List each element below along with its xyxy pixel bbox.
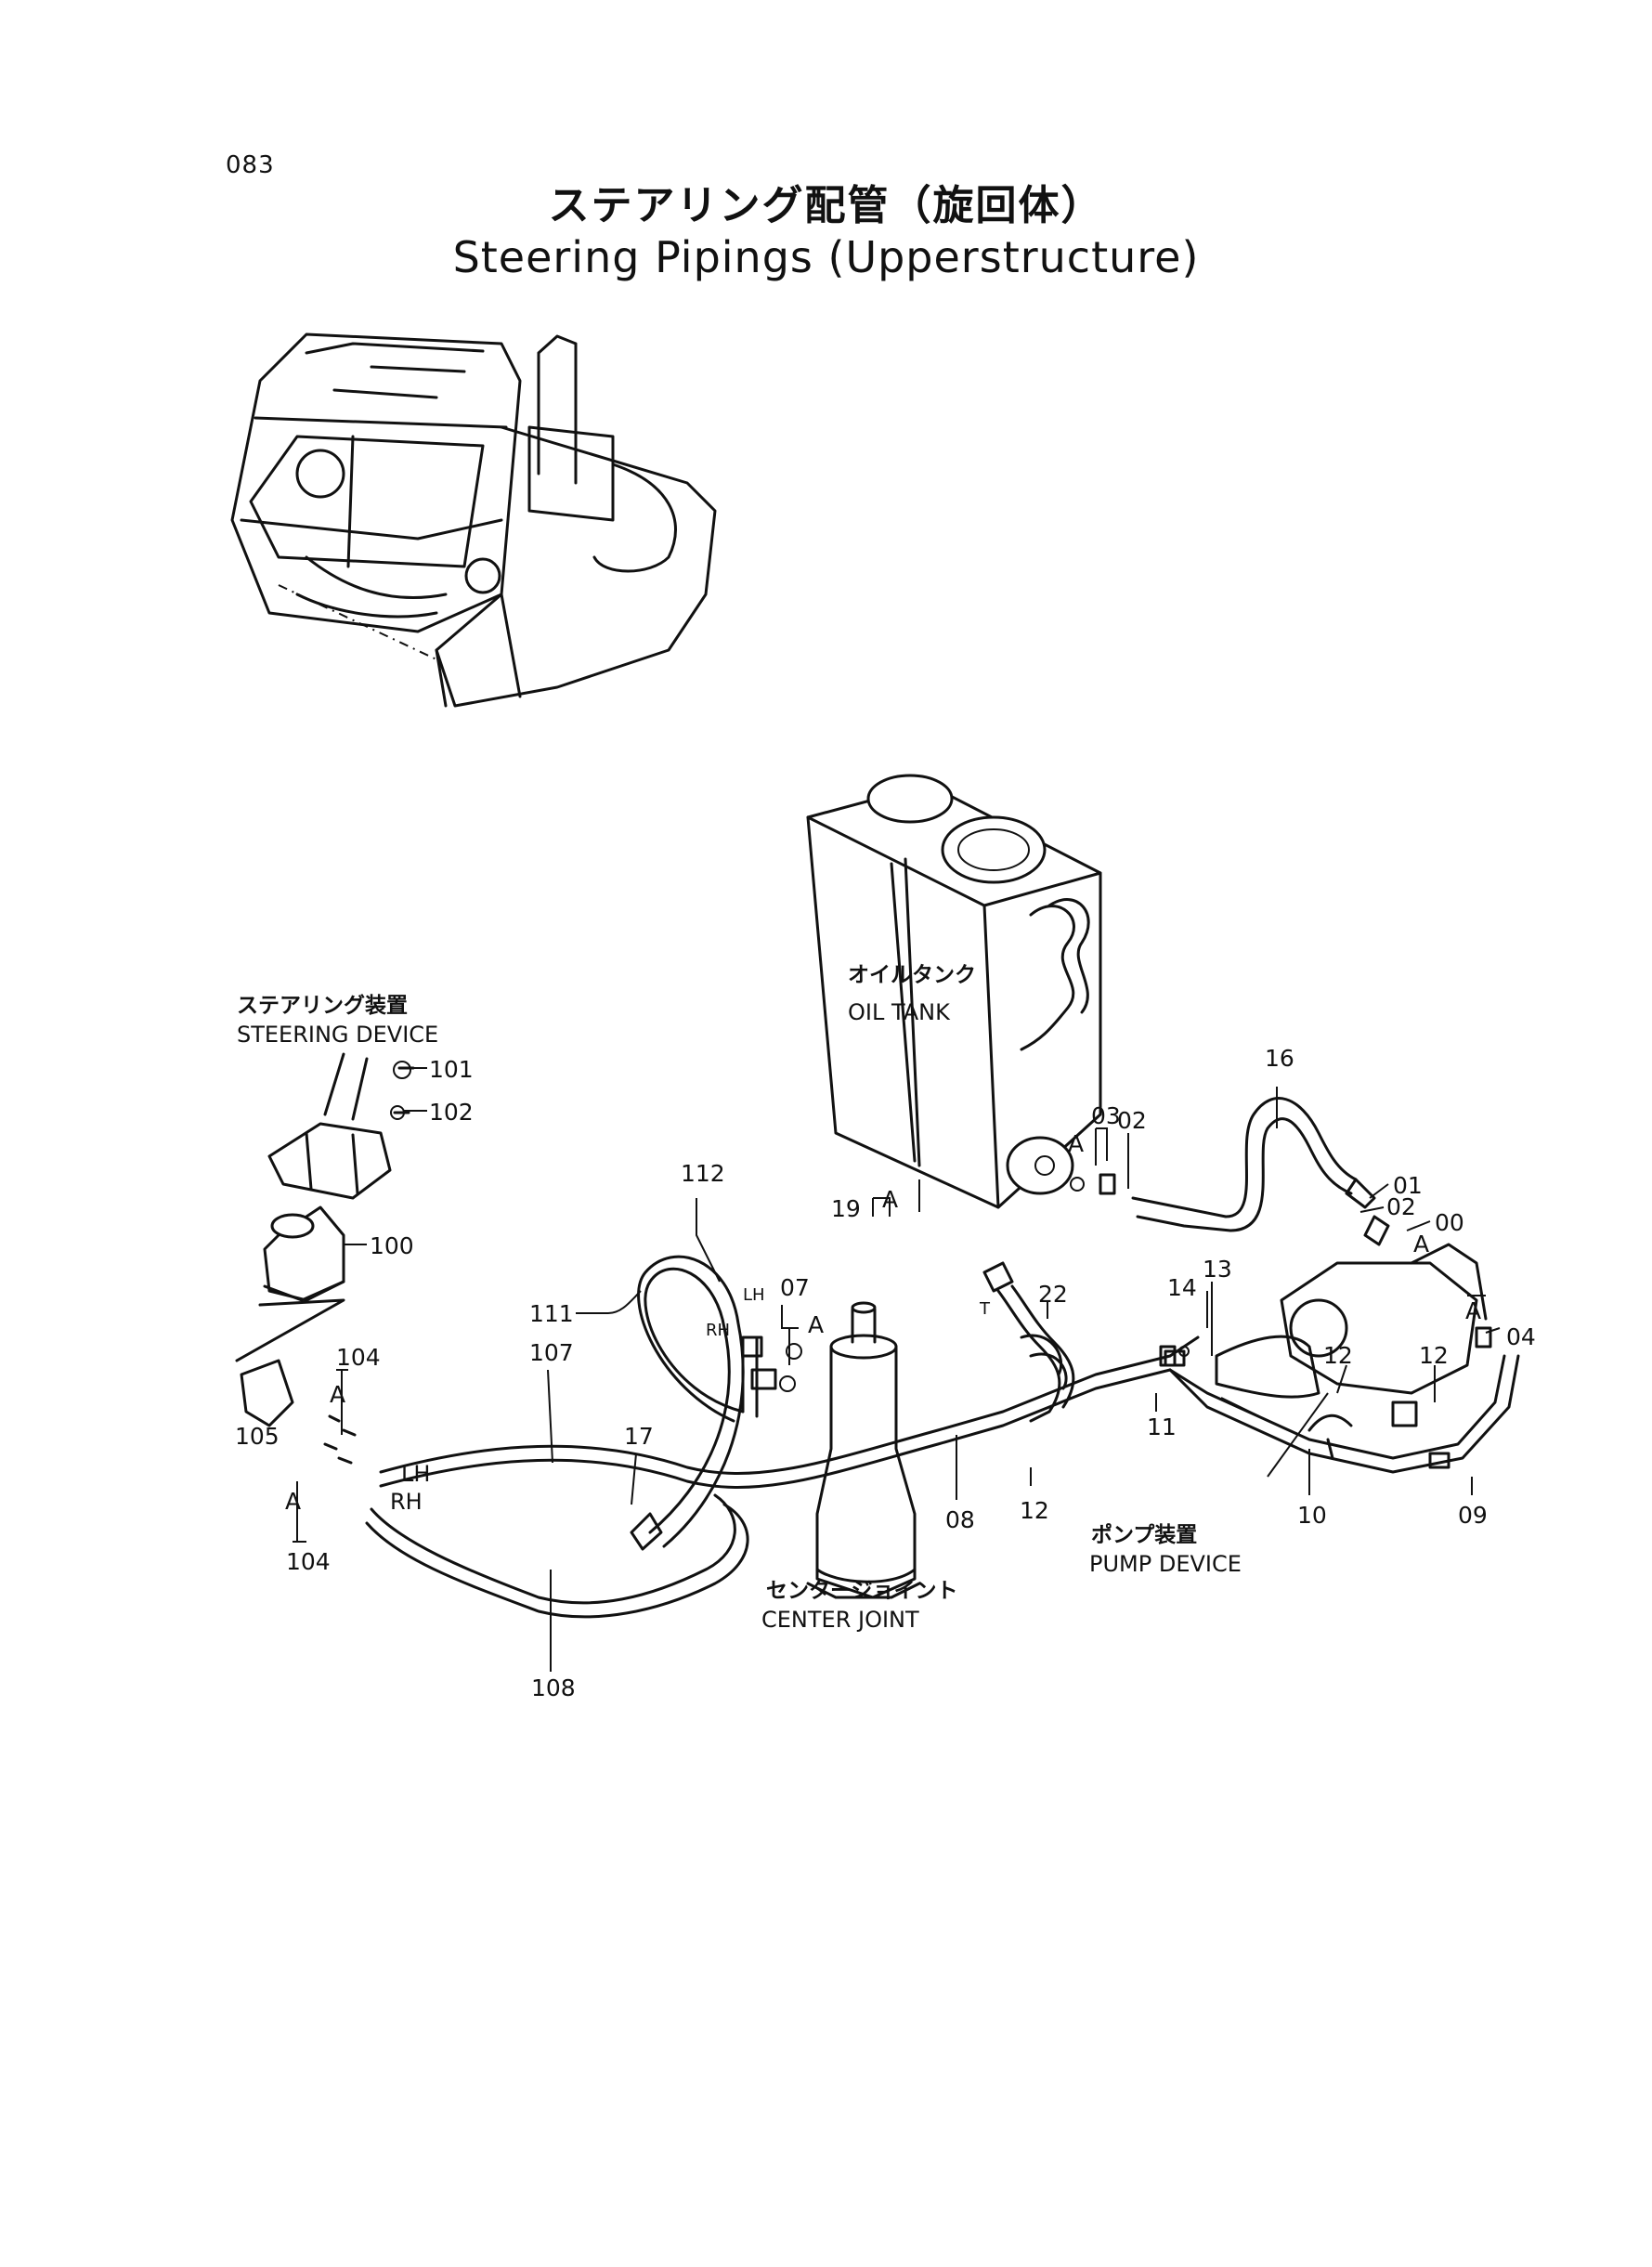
callout-08: 08	[945, 1506, 975, 1533]
callout-105: 105	[235, 1423, 280, 1450]
caption-center-joint-jp: センタージョイント	[766, 1579, 958, 1603]
callout-12-c: 12	[1419, 1342, 1449, 1369]
mark-a: A	[1413, 1231, 1429, 1257]
mark-a: A	[808, 1311, 824, 1338]
mark-a: A	[285, 1488, 301, 1515]
callout-22: 22	[1038, 1281, 1068, 1308]
caption-pump-device-en: PUMP DEVICE	[1089, 1551, 1242, 1577]
callout-04: 04	[1506, 1323, 1536, 1350]
page-title-en: Steering Pipings (Upperstructure)	[452, 232, 1200, 282]
callout-104-bottom: 104	[286, 1548, 331, 1575]
page-title-jp: ステアリング配管（旋回体）	[548, 182, 1104, 229]
caption-pump-device-jp: ポンプ装置	[1091, 1522, 1197, 1547]
small-marks: A A A A A A A LH RH LH RH T	[285, 1130, 1481, 1515]
callout-100: 100	[370, 1232, 414, 1259]
callout-19: 19	[831, 1195, 861, 1222]
callout-111: 111	[529, 1300, 574, 1327]
page-number: 083	[226, 151, 275, 179]
callout-102: 102	[429, 1099, 474, 1126]
callout-101: 101	[429, 1056, 474, 1083]
callout-02-b: 02	[1386, 1193, 1416, 1220]
callout-10: 10	[1297, 1502, 1327, 1529]
mark-rh: RH	[390, 1489, 423, 1515]
callout-07: 07	[780, 1274, 810, 1301]
callout-02-a: 02	[1117, 1107, 1147, 1134]
mark-a: A	[882, 1186, 898, 1213]
mark-t: T	[979, 1299, 991, 1319]
callout-13: 13	[1203, 1256, 1232, 1283]
callout-numbers: 101 102 100 104 105 104 107 108 111 112 …	[235, 1045, 1536, 1701]
leader-lines	[293, 1067, 1501, 1672]
callout-108: 108	[531, 1674, 576, 1701]
callout-12-a: 12	[1020, 1497, 1049, 1524]
pump-device-illustration	[1164, 1215, 1492, 1469]
callout-12-b: 12	[1323, 1342, 1353, 1369]
mark-lh: LH	[743, 1285, 765, 1305]
callout-104-top: 104	[336, 1344, 381, 1371]
steering-device-illustration	[235, 1052, 415, 1465]
callout-112: 112	[681, 1160, 725, 1187]
callout-00: 00	[1435, 1209, 1464, 1236]
mark-a: A	[1465, 1297, 1481, 1324]
caption-center-joint-en: CENTER JOINT	[761, 1607, 919, 1633]
callout-107: 107	[529, 1339, 574, 1366]
component-captions: ステアリング装置 STEERING DEVICE オイルタンク OIL TANK…	[237, 963, 1242, 1633]
pipe-22	[982, 1261, 1075, 1423]
hose-16	[1070, 1097, 1376, 1232]
oil-tank-illustration	[806, 774, 1102, 1209]
mark-a: A	[330, 1381, 345, 1408]
caption-oil-tank-jp: オイルタンク	[848, 963, 976, 987]
callout-11: 11	[1147, 1414, 1177, 1440]
excavator-overview-illustration	[230, 332, 717, 708]
caption-oil-tank-en: OIL TANK	[848, 999, 951, 1025]
callout-16: 16	[1265, 1045, 1294, 1072]
caption-steering-device-jp: ステアリング装置	[237, 993, 408, 1018]
callout-09: 09	[1458, 1502, 1488, 1529]
callout-17: 17	[624, 1423, 654, 1450]
callout-14: 14	[1167, 1274, 1197, 1301]
mark-rh: RH	[706, 1321, 730, 1340]
mark-a: A	[1068, 1130, 1084, 1157]
caption-steering-device-en: STEERING DEVICE	[237, 1022, 438, 1048]
callout-01: 01	[1393, 1172, 1423, 1199]
mark-lh: LH	[401, 1461, 430, 1487]
center-joint-illustration	[806, 1301, 921, 1599]
callout-03: 03	[1091, 1102, 1121, 1129]
